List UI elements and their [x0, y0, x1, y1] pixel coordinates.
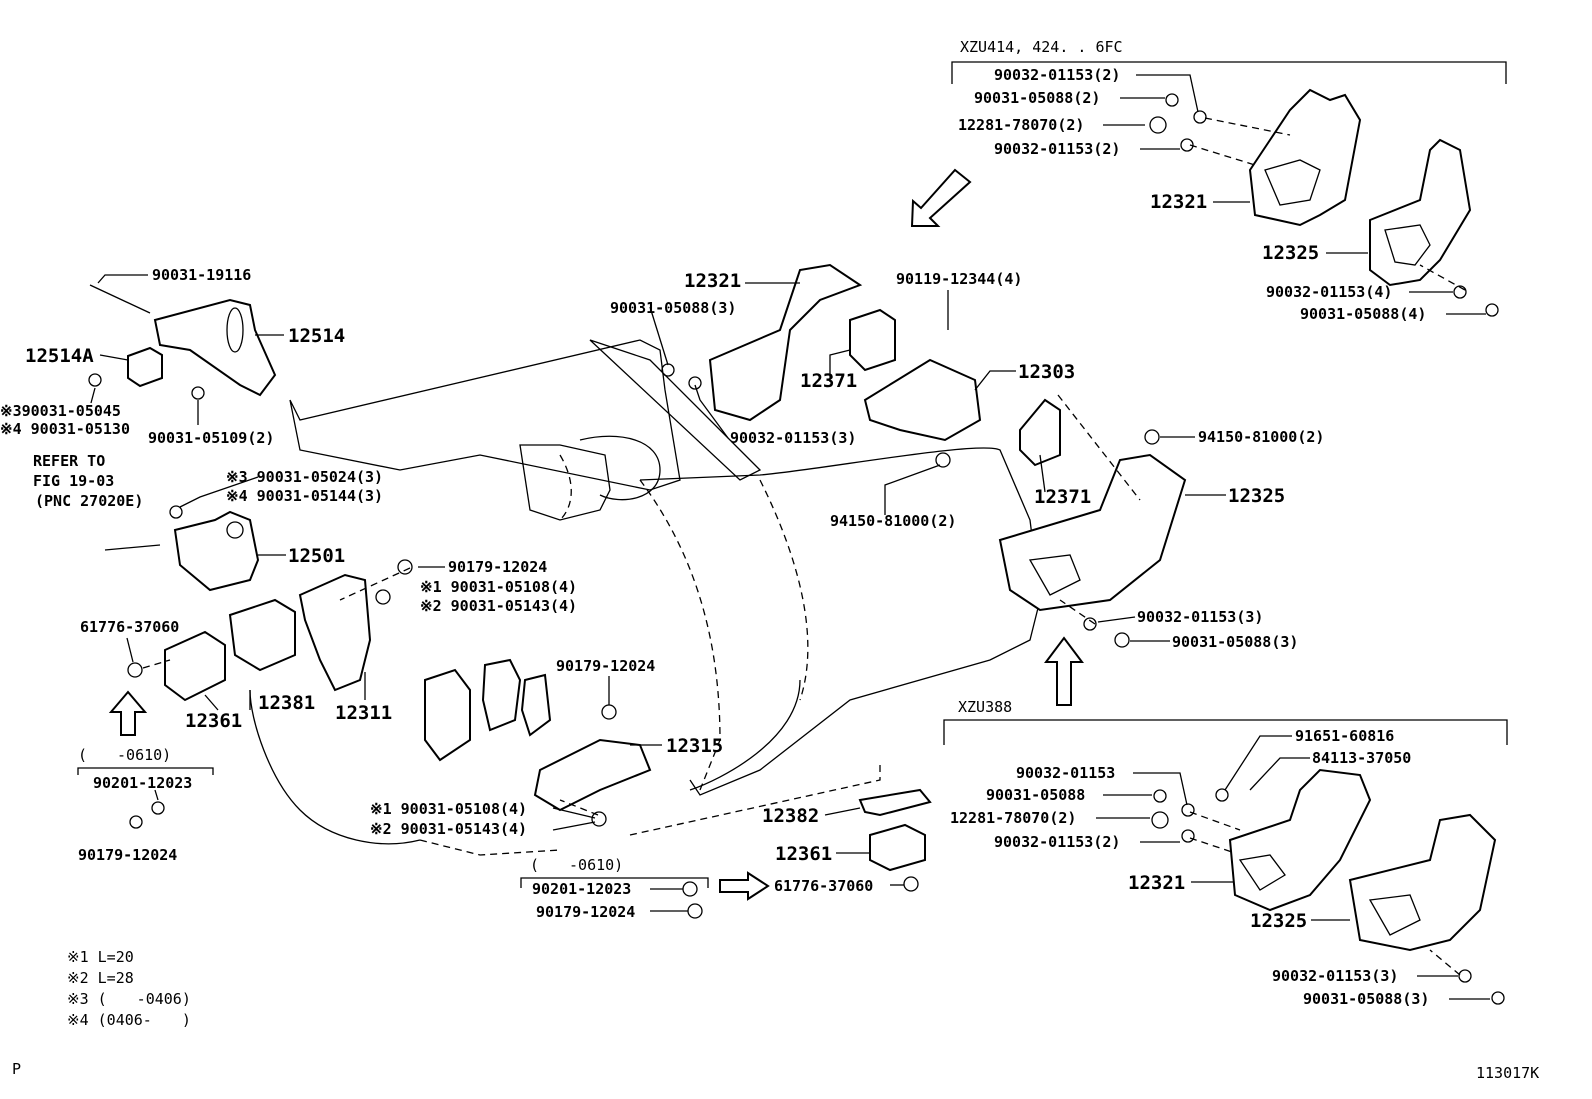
footnote-1: ※1 L=20	[67, 948, 134, 966]
part-label: 90201-12023	[93, 774, 192, 792]
part-bracket-12325-center	[998, 453, 1187, 612]
corner-mark: P	[12, 1060, 21, 1078]
part-label: 12371	[800, 370, 857, 392]
part-label: ※1 90031-05108(4)	[370, 800, 527, 818]
part-insulator-12361-left	[164, 630, 226, 702]
part-stopper-12381	[228, 598, 296, 672]
part-label: 90179-12024	[556, 657, 655, 675]
part-label: 84113-37050	[1312, 749, 1411, 767]
part-insulator-12361-bottom	[869, 823, 926, 872]
part-label: 90032-01153	[1016, 764, 1115, 782]
part-label: 91651-60816	[1295, 727, 1394, 745]
part-label: 12315	[666, 735, 723, 757]
part-label: 90032-01153(3)	[1137, 608, 1263, 626]
part-bracket-12514	[153, 298, 277, 397]
part-label: 90031-19116	[152, 266, 251, 284]
part-label: 12514	[288, 325, 345, 347]
refer-note: REFER TO	[33, 452, 105, 470]
part-label: 90031-05088(3)	[1303, 990, 1429, 1008]
part-label: 12371	[1034, 486, 1091, 508]
part-label: 90031-05088(4)	[1300, 305, 1426, 323]
part-bracket-12321-center	[708, 263, 863, 422]
part-label: 12311	[335, 702, 392, 724]
part-label: 12382	[762, 805, 819, 827]
part-label: ※4 90031-05144(3)	[226, 487, 383, 505]
part-label: 90031-05109(2)	[148, 429, 274, 447]
part-bracket-12321-top	[1248, 88, 1362, 227]
leader-lines	[90, 74, 1490, 1000]
part-label: 90179-12024	[448, 558, 547, 576]
part-brackets-dashed-group	[424, 658, 552, 762]
part-label: ※4 90031-05130	[0, 420, 130, 438]
part-label: ※390031-05045	[0, 402, 121, 420]
section-label-xzu388: XZU388	[958, 698, 1012, 716]
part-label: 12303	[1018, 361, 1075, 383]
date-range-note: ( -0610)	[78, 746, 171, 764]
part-label: 90032-01153(2)	[994, 833, 1120, 851]
part-insulator-12371-a	[849, 308, 896, 372]
part-label: 12281-78070(2)	[958, 116, 1084, 134]
alignment-lines	[142, 117, 1466, 976]
part-label: ※2 90031-05143(4)	[370, 820, 527, 838]
part-label: 94150-81000(2)	[830, 512, 956, 530]
part-label: 12361	[185, 710, 242, 732]
part-label: 12325	[1228, 485, 1285, 507]
part-label: 90032-01153(3)	[1272, 967, 1398, 985]
part-label: 12361	[775, 843, 832, 865]
part-mount-12501	[173, 510, 260, 592]
part-label: 12514A	[25, 345, 94, 367]
part-label: 12321	[1150, 191, 1207, 213]
part-label: 90031-05088	[986, 786, 1085, 804]
part-label: 12281-78070(2)	[950, 809, 1076, 827]
part-label: 12321	[1128, 872, 1185, 894]
part-insulator-12371-b	[1019, 398, 1061, 467]
part-label: 12325	[1250, 910, 1307, 932]
footnote-2: ※2 L=28	[67, 969, 134, 987]
part-mount-12303	[863, 358, 982, 442]
section-label-xzu414: XZU414, 424. . 6FC	[960, 38, 1123, 56]
part-bracket-12325-bottom	[1348, 813, 1497, 952]
direction-arrows	[108, 168, 1084, 901]
figure-code: 113017K	[1476, 1064, 1539, 1082]
part-label: ※1 90031-05108(4)	[420, 578, 577, 596]
part-label: 61776-37060	[774, 877, 873, 895]
date-range-note: ( -0610)	[530, 856, 623, 874]
part-spacer-12514A	[127, 346, 163, 388]
part-label: 90031-05088(3)	[610, 299, 736, 317]
footnote-3: ※3 ( -0406)	[67, 990, 191, 1008]
part-label: ※2 90031-05143(4)	[420, 597, 577, 615]
part-bracket-12311	[298, 573, 372, 692]
part-label: 12321	[684, 270, 741, 292]
part-label: 90119-12344(4)	[896, 270, 1022, 288]
part-label: 94150-81000(2)	[1198, 428, 1324, 446]
refer-note: (PNC 27020E)	[35, 492, 143, 510]
footnote-4: ※4 (0406- )	[67, 1011, 191, 1029]
part-bracket-12325-top	[1369, 138, 1472, 287]
part-label: 90032-01153(4)	[1266, 283, 1392, 301]
part-label: 90031-05088(2)	[974, 89, 1100, 107]
refer-note: FIG 19-03	[33, 472, 114, 490]
labels: XZU414, 424. . 6FC XZU388 90032-01153(2)…	[0, 38, 1539, 1082]
part-bracket-12315	[533, 738, 652, 812]
part-label: 90032-01153(3)	[730, 429, 856, 447]
part-label: 90179-12024	[78, 846, 177, 864]
part-label: 12325	[1262, 242, 1319, 264]
part-label: 90179-12024	[536, 903, 635, 921]
part-label: 90032-01153(2)	[994, 66, 1120, 84]
part-label: 12381	[258, 692, 315, 714]
section-brackets	[77, 61, 1508, 888]
part-label: ※3 90031-05024(3)	[226, 468, 383, 486]
part-label: 90032-01153(2)	[994, 140, 1120, 158]
part-label: 61776-37060	[80, 618, 179, 636]
part-bracket-12321-bottom	[1228, 768, 1372, 912]
part-stopper-12382	[858, 788, 932, 817]
part-label: 12501	[288, 545, 345, 567]
transmission-outline	[249, 339, 1041, 856]
part-label: 90031-05088(3)	[1172, 633, 1298, 651]
part-label: 90201-12023	[532, 880, 631, 898]
